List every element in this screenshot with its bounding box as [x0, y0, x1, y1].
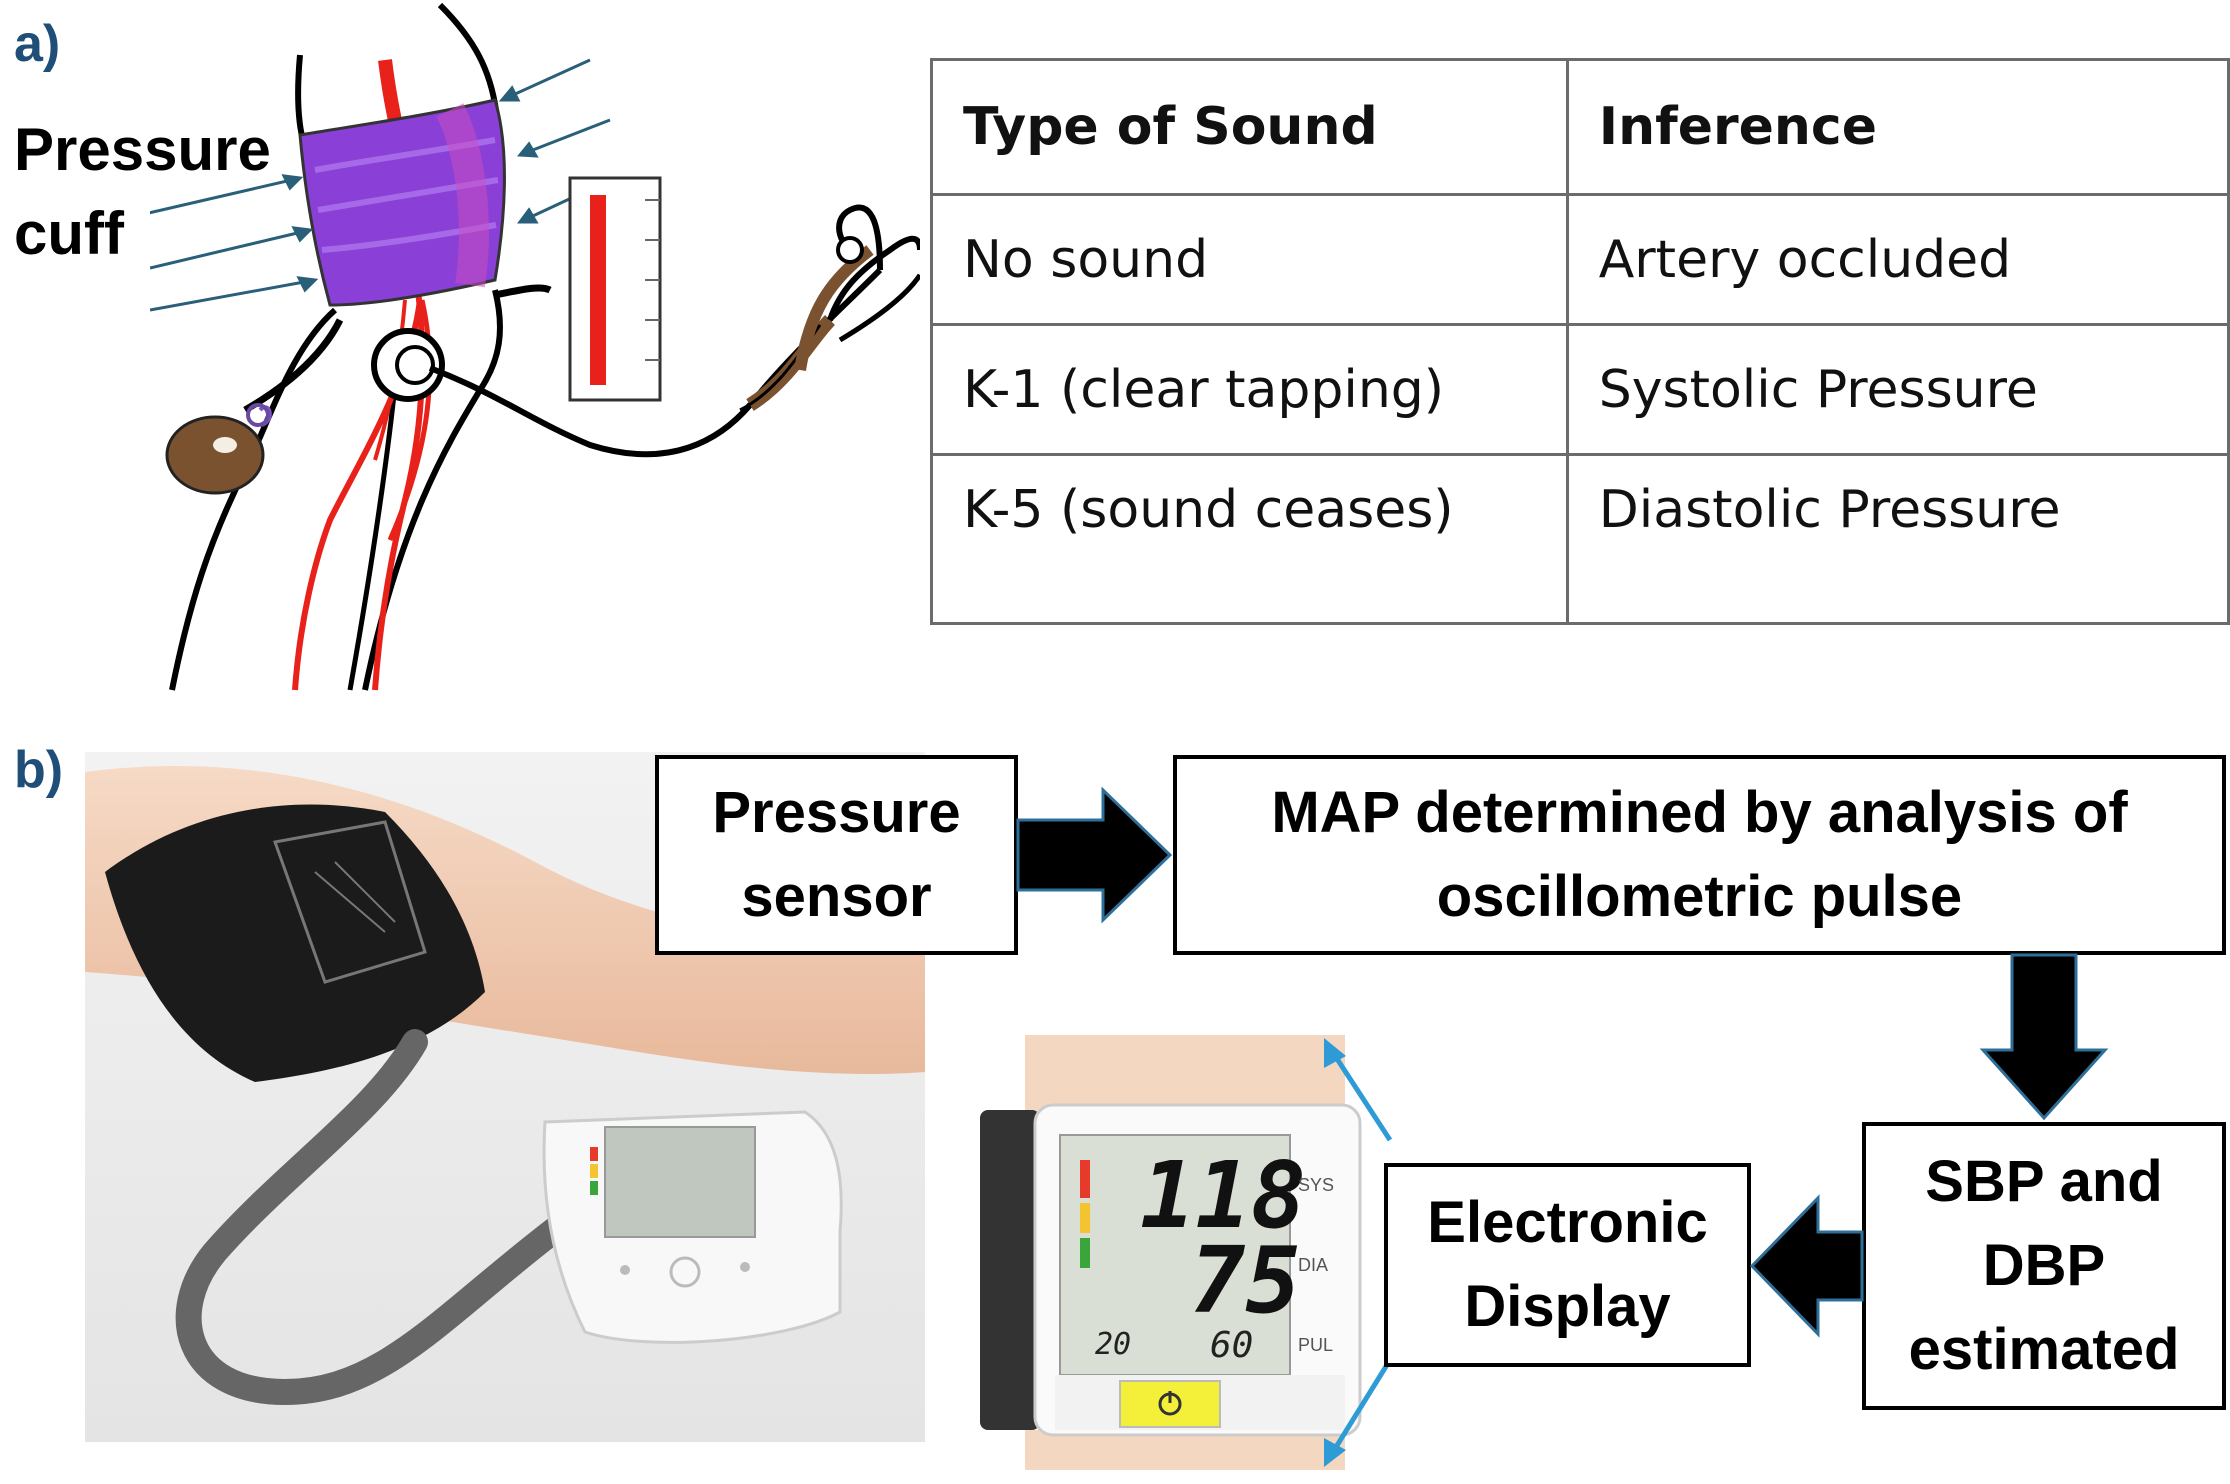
pressure-cuff-label-line1: Pressure	[14, 116, 271, 183]
electronic-display-line1: Electronic	[1427, 1190, 1708, 1255]
pul-label: PUL	[1298, 1335, 1334, 1355]
pressure-sensor-box: Pressure sensor	[655, 755, 1018, 955]
map-analysis-line1: MAP determined by analysis of	[1271, 780, 2128, 845]
electronic-display-box: Electronic Display	[1384, 1163, 1751, 1367]
pressure-cuff-label: Pressure cuff	[14, 108, 271, 276]
wrist-monitor: 118 75 60 20 SYS DIA PUL	[965, 1035, 1385, 1470]
wrist-display-arrows	[1324, 1038, 1393, 1467]
diastolic-reading: 75	[1190, 1227, 1301, 1334]
sbp-dbp-line1: SBP and	[1925, 1149, 2163, 1214]
arrow-map-to-sbp	[1979, 953, 2109, 1121]
wrist-monitor-body	[980, 1035, 1362, 1470]
pressure-sensor-line1: Pressure	[712, 780, 961, 845]
pressure-sensor-line2: sensor	[741, 864, 932, 929]
arm-cuff	[105, 804, 485, 1082]
table-header-cell: Inference	[1565, 58, 2230, 196]
table-row: K-5 (sound ceases) Diastolic Pressure	[930, 453, 2230, 625]
dia-label: DIA	[1298, 1255, 1329, 1275]
panel-b-label: b)	[14, 741, 64, 799]
sbp-dbp-line2: DBP	[1982, 1233, 2106, 1298]
arm-cuff-illustration	[150, 2, 920, 691]
inflation-bulb	[165, 415, 265, 495]
pulse-reading: 60	[1210, 1325, 1254, 1366]
arrow-sensor-to-map	[1016, 786, 1173, 924]
sys-label: SYS	[1298, 1175, 1335, 1195]
table-row: K-1 (clear tapping) Systolic Pressure	[930, 323, 2230, 456]
table-cell: Artery occluded	[1565, 193, 2230, 326]
table-header-cell: Type of Sound	[930, 58, 1569, 196]
table-cell: No sound	[930, 193, 1569, 326]
memory-reading: 20	[1095, 1327, 1132, 1362]
pressure-cuff-label-line2: cuff	[14, 200, 124, 267]
electronic-display-line2: Display	[1464, 1274, 1671, 1339]
table-cell: Systolic Pressure	[1565, 323, 2230, 456]
table-cell: K-5 (sound ceases)	[930, 453, 1569, 625]
map-analysis-box: MAP determined by analysis of oscillomet…	[1173, 755, 2226, 955]
map-analysis-line2: oscillometric pulse	[1436, 864, 1963, 929]
mercury-gauge	[568, 176, 662, 402]
sbp-dbp-line3: estimated	[1908, 1317, 2180, 1382]
panel-a-label: a)	[14, 15, 61, 73]
table-row: No sound Artery occluded	[930, 193, 2230, 326]
korotkoff-sounds-table: Type of Sound Inference No sound Artery …	[930, 58, 2230, 625]
table-cell: Diastolic Pressure	[1565, 453, 2230, 625]
table-cell: K-1 (clear tapping)	[930, 323, 1569, 456]
arrow-sbp-to-display	[1749, 1194, 1864, 1338]
table-header-row: Type of Sound Inference	[930, 58, 2230, 196]
sbp-dbp-box: SBP and DBP estimated	[1862, 1122, 2226, 1410]
systolic-reading: 118	[1140, 1142, 1307, 1249]
